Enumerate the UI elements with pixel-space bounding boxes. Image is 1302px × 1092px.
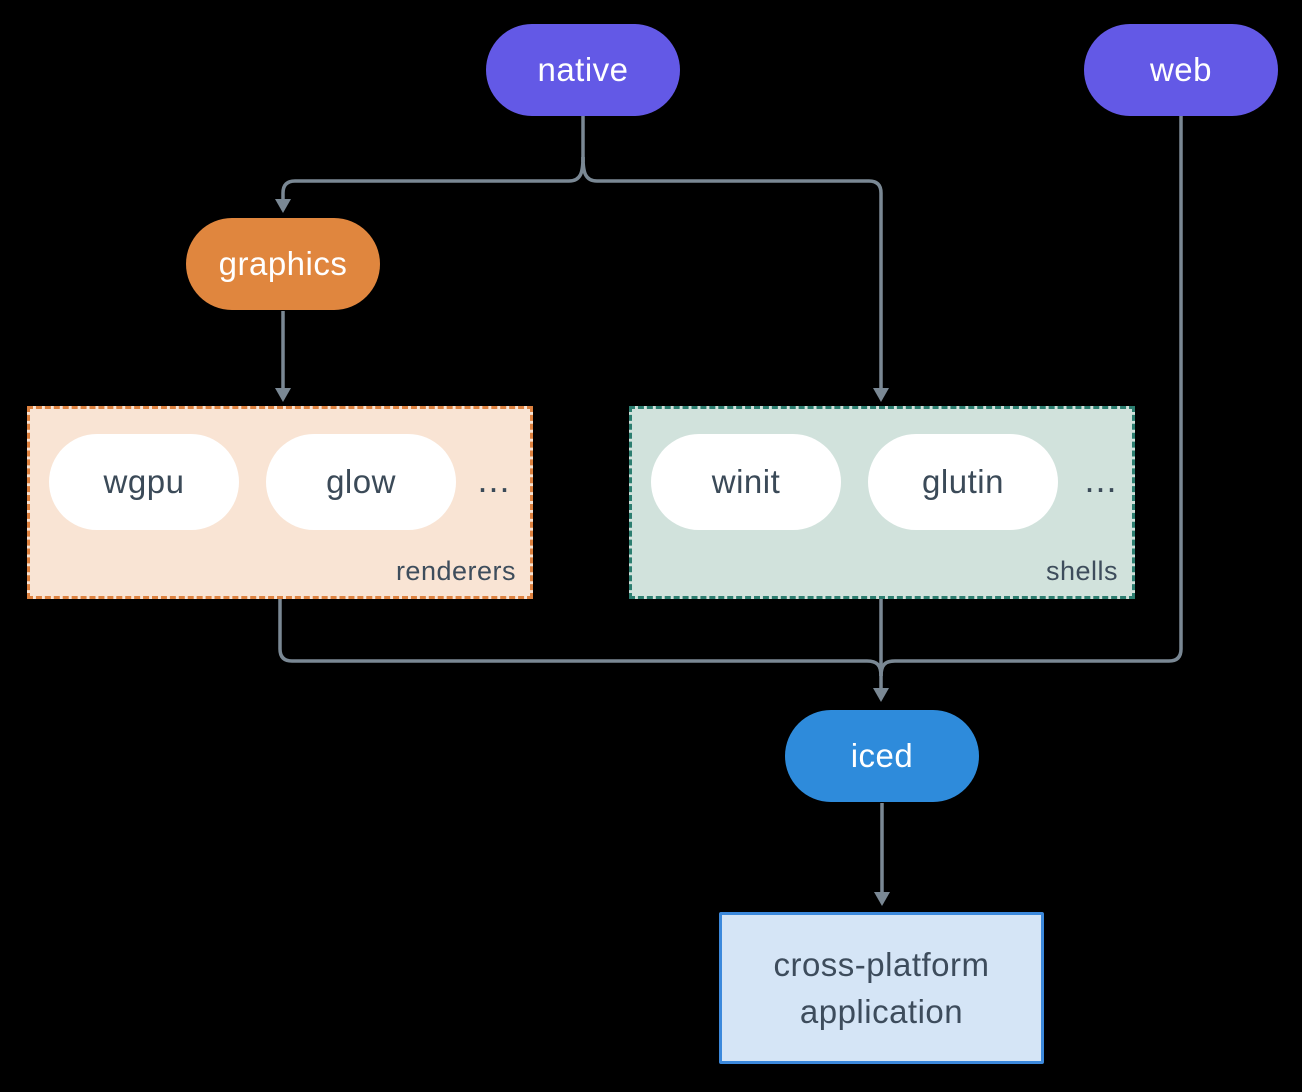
- node-web: web: [1084, 24, 1278, 116]
- renderers-group-label: renderers: [395, 556, 516, 586]
- node-glutin: glutin: [868, 434, 1058, 530]
- node-cross-platform-application: cross-platform application: [719, 912, 1044, 1064]
- arrowhead-application: [874, 892, 890, 906]
- node-winit-label: winit: [711, 463, 781, 500]
- node-glow-label: glow: [326, 463, 396, 500]
- arrowhead-graphics: [275, 199, 291, 213]
- edge-native-shells: [581, 156, 883, 388]
- group-renderers: wgpu glow ... renderers: [27, 406, 533, 599]
- node-native: native: [486, 24, 680, 116]
- renderers-ellipsis: ...: [477, 459, 511, 500]
- arrowhead-iced: [873, 688, 889, 702]
- application-label-line1: cross-platform: [773, 946, 990, 983]
- node-graphics: graphics: [186, 218, 380, 310]
- edge-native-graphics: [281, 156, 585, 199]
- shells-group-label: shells: [1045, 556, 1118, 586]
- node-web-label: web: [1149, 51, 1213, 88]
- node-native-label: native: [537, 51, 629, 88]
- group-shells: winit glutin ... shells: [629, 406, 1135, 599]
- node-graphics-label: graphics: [218, 245, 348, 282]
- node-winit: winit: [651, 434, 841, 530]
- edge-renderers-iced: [278, 599, 883, 677]
- shells-ellipsis: ...: [1084, 459, 1118, 500]
- node-wgpu-label: wgpu: [103, 463, 185, 500]
- arrowhead-shells: [873, 388, 889, 402]
- application-label-line2: application: [799, 993, 964, 1030]
- node-iced-label: iced: [850, 737, 914, 774]
- arrowhead-renderers: [275, 388, 291, 402]
- node-iced: iced: [785, 710, 979, 802]
- node-glow: glow: [266, 434, 456, 530]
- node-glutin-label: glutin: [922, 463, 1004, 500]
- node-wgpu: wgpu: [49, 434, 239, 530]
